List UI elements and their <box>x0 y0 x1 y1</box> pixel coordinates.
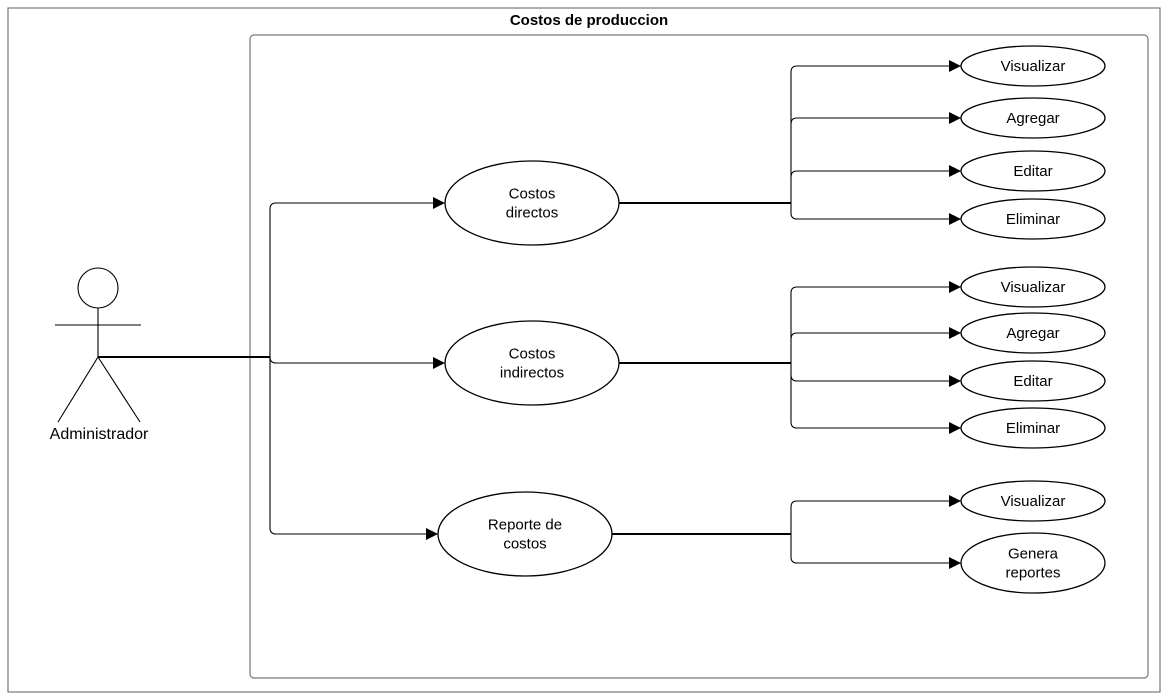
usecase-directos-action-label: Visualizar <box>1001 58 1066 75</box>
arrowhead <box>949 165 961 177</box>
usecase-indirectos-action: Eliminar <box>960 407 1106 449</box>
connector-indirectos-action <box>790 286 961 294</box>
usecase-directos-action-shape <box>960 97 1106 139</box>
arrowhead <box>949 213 961 225</box>
usecase-directos-label: directos <box>506 205 559 222</box>
usecase-reporte-shape <box>437 491 613 577</box>
arrowhead <box>949 422 961 434</box>
usecase-reporte-label: costos <box>503 536 546 553</box>
usecase-reporte-action-label: reportes <box>1005 565 1060 582</box>
usecase-directos: Costos directos <box>444 160 620 246</box>
connector-directos <box>269 202 445 210</box>
connectors <box>98 60 961 569</box>
arrowhead <box>949 327 961 339</box>
usecase-indirectos-action: Agregar <box>960 312 1106 354</box>
usecase-indirectos-action: Editar <box>960 360 1106 402</box>
connector-indirectos-action <box>790 374 961 382</box>
usecase-directos-action: Visualizar <box>960 45 1106 87</box>
usecase-reporte-action-label: Visualizar <box>1001 493 1066 510</box>
connector-indirectos-action <box>790 421 961 429</box>
usecase-indirectos-shape <box>444 320 620 406</box>
usecase-indirectos-action-shape <box>960 360 1106 402</box>
usecase-indirectos-label: Costos <box>509 346 556 363</box>
usecase-directos-action-shape <box>960 45 1106 87</box>
connector-reporte <box>269 527 438 535</box>
arrowhead <box>949 112 961 124</box>
connector-indirectos-action <box>790 332 961 340</box>
usecase-indirectos-action-label: Agregar <box>1006 325 1059 342</box>
connector-directos-action <box>790 212 961 220</box>
usecase-directos-action-label: Editar <box>1013 163 1052 180</box>
arrowhead <box>949 557 961 569</box>
usecase-directos-label: Costos <box>509 186 556 203</box>
arrowhead <box>949 60 961 72</box>
connector-reporte-action <box>790 556 961 564</box>
stick-figure-actor-icon <box>55 267 141 423</box>
arrowhead <box>949 375 961 387</box>
outer-frame <box>7 7 1161 693</box>
usecase-indirectos-action: Visualizar <box>960 266 1106 308</box>
usecase-indirectos-action-label: Editar <box>1013 373 1052 390</box>
actor-administrador: Administrador <box>50 267 149 443</box>
usecase-indirectos-action-shape <box>960 312 1106 354</box>
usecase-reporte-label: Reporte de <box>488 517 562 534</box>
arrowhead <box>949 495 961 507</box>
connector-directos-action <box>790 170 961 178</box>
connector-directos-action <box>790 117 961 125</box>
usecase-reporte: Reporte de costos <box>437 491 613 577</box>
usecase-indirectos-action-label: Visualizar <box>1001 279 1066 296</box>
usecase-reporte-action: Genera reportes <box>960 532 1106 594</box>
actor-label: Administrador <box>50 426 149 443</box>
usecase-indirectos-label: indirectos <box>500 365 564 382</box>
usecase-reporte-action-shape <box>960 532 1106 594</box>
usecase-indirectos-action-shape <box>960 266 1106 308</box>
usecase-indirectos-action-label: Eliminar <box>1006 420 1060 437</box>
connector-indirectos <box>269 356 445 364</box>
usecase-directos-action: Editar <box>960 150 1106 192</box>
arrowhead <box>426 528 438 540</box>
usecase-directos-action-shape <box>960 198 1106 240</box>
use-cases: CostosdirectosVisualizarAgregarEditarEli… <box>437 45 1106 594</box>
usecase-directos-action: Eliminar <box>960 198 1106 240</box>
usecase-directos-action-label: Agregar <box>1006 110 1059 127</box>
usecase-directos-shape <box>444 160 620 246</box>
usecase-reporte-action-label: Genera <box>1008 546 1059 563</box>
usecase-directos-action: Agregar <box>960 97 1106 139</box>
usecase-indirectos-action-shape <box>960 407 1106 449</box>
connector-directos-action <box>790 65 961 73</box>
usecase-directos-action-shape <box>960 150 1106 192</box>
arrowhead <box>949 281 961 293</box>
diagram-title: Costos de produccion <box>510 12 668 29</box>
usecase-reporte-action-shape <box>960 480 1106 522</box>
connector-reporte-action <box>790 500 961 508</box>
usecase-directos-action-label: Eliminar <box>1006 211 1060 228</box>
usecase-reporte-action: Visualizar <box>960 480 1106 522</box>
arrowhead <box>433 197 445 209</box>
usecase-indirectos: Costos indirectos <box>444 320 620 406</box>
arrowhead <box>433 357 445 369</box>
